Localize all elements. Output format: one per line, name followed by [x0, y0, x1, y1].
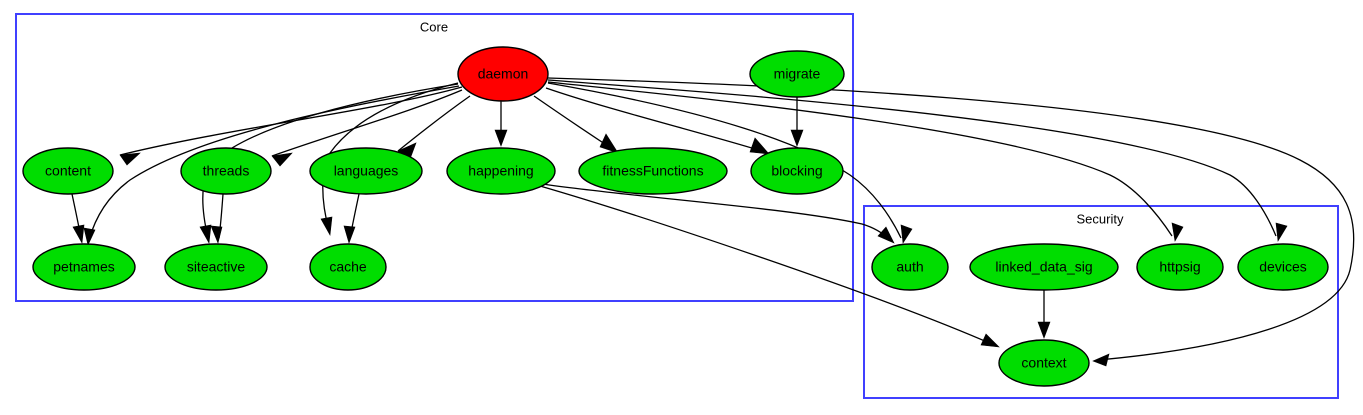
edge-daemon-to-blocking: [545, 87, 770, 155]
arrowhead-icon: [877, 226, 895, 244]
edge-line: [322, 82, 459, 231]
node-languages[interactable]: languages: [309, 147, 423, 195]
edges-layer: [71, 77, 1355, 367]
node-shape-daemon[interactable]: [457, 46, 549, 102]
cluster-border-security: [863, 205, 1339, 399]
node-linked_data_sig[interactable]: linked_data_sig: [969, 243, 1119, 291]
edge-line: [541, 183, 891, 241]
node-threads[interactable]: threads: [180, 147, 272, 195]
cluster-core: Core: [15, 13, 854, 302]
edge-happening-to-auth: [541, 183, 895, 244]
edge-daemon-to-context: [547, 77, 1355, 367]
edge-daemon-to-languages: [397, 95, 471, 160]
node-shape-context[interactable]: [998, 339, 1090, 387]
node-migrate[interactable]: migrate: [749, 50, 845, 98]
edge-daemon-to-content: [119, 86, 463, 166]
edge-happening-to-context: [539, 185, 1000, 348]
cluster-security: Security: [863, 205, 1339, 399]
node-shape-cache[interactable]: [309, 243, 387, 291]
node-fitnessFunctions[interactable]: fitnessFunctions: [578, 147, 728, 195]
edge-line: [539, 185, 995, 346]
node-shape-linked_data_sig[interactable]: [969, 243, 1119, 291]
cluster-label-security: Security: [1077, 211, 1124, 226]
arrowhead-icon: [343, 225, 356, 244]
node-shape-languages[interactable]: [309, 147, 423, 195]
node-shape-happening[interactable]: [446, 147, 556, 195]
node-shape-siteactive[interactable]: [164, 243, 268, 291]
node-context[interactable]: context: [998, 339, 1090, 387]
node-auth[interactable]: auth: [871, 243, 949, 291]
edge-daemon-to-siteactive: [199, 83, 459, 244]
node-petnames[interactable]: petnames: [32, 243, 136, 291]
edge-daemon-to-devices: [547, 79, 1288, 242]
edge-threads-to-siteactive: [210, 193, 224, 244]
arrowhead-icon: [1275, 222, 1288, 242]
node-shape-migrate[interactable]: [749, 50, 845, 98]
edge-daemon-to-threads: [271, 89, 463, 167]
node-shape-content[interactable]: [22, 147, 114, 195]
node-devices[interactable]: devices: [1237, 243, 1329, 291]
edge-line: [271, 89, 463, 157]
edge-daemon-to-petnames: [83, 85, 460, 246]
node-blocking[interactable]: blocking: [750, 147, 844, 195]
edge-line: [547, 81, 1173, 237]
edge-line: [119, 86, 463, 156]
arrowhead-icon: [980, 333, 1000, 348]
cluster-border-core: [15, 13, 854, 302]
arrowhead-icon: [1171, 222, 1184, 242]
arrowhead-icon: [72, 224, 85, 244]
arrowhead-icon: [83, 227, 96, 246]
edge-line: [547, 77, 1355, 361]
edge-daemon-to-happening: [494, 101, 508, 147]
edge-daemon-to-fitnessFunctions: [533, 95, 619, 154]
node-happening[interactable]: happening: [446, 147, 556, 195]
node-siteactive[interactable]: siteactive: [164, 243, 268, 291]
edge-line: [397, 95, 471, 152]
edge-daemon-to-cache: [320, 82, 459, 236]
edge-languages-to-cache: [343, 193, 360, 244]
arrowhead-icon: [199, 224, 212, 244]
arrowhead-icon: [790, 129, 804, 147]
cluster-label-core: Core: [420, 19, 448, 34]
arrowhead-icon: [1037, 321, 1051, 339]
arrowhead-icon: [320, 216, 333, 236]
edge-line: [545, 87, 766, 153]
edge-daemon-to-httpsig: [547, 81, 1184, 242]
node-shape-auth[interactable]: [871, 243, 949, 291]
edge-linked_data_sig-to-context: [1037, 290, 1051, 339]
edge-line: [202, 83, 459, 239]
edge-content-to-petnames: [71, 193, 85, 244]
edge-line: [533, 95, 615, 151]
arrowhead-icon: [599, 133, 619, 154]
node-cache[interactable]: cache: [309, 243, 387, 291]
nodes-layer: daemon migrate content threads languages happ…: [22, 46, 1329, 387]
arrowhead-icon: [749, 137, 770, 155]
arrowhead-icon: [271, 152, 293, 167]
edge-migrate-to-blocking: [790, 97, 804, 147]
node-daemon[interactable]: daemon: [457, 46, 549, 102]
node-shape-blocking[interactable]: [750, 147, 844, 195]
arrowhead-icon: [210, 225, 223, 244]
arrowhead-icon: [119, 152, 141, 166]
node-shape-httpsig[interactable]: [1136, 243, 1224, 291]
node-shape-devices[interactable]: [1237, 243, 1329, 291]
node-shape-fitnessFunctions[interactable]: [578, 147, 728, 195]
node-httpsig[interactable]: httpsig: [1136, 243, 1224, 291]
arrowhead-icon: [900, 224, 913, 244]
node-shape-petnames[interactable]: [32, 243, 136, 291]
edge-line: [88, 85, 460, 241]
edge-line: [547, 79, 1277, 237]
node-shape-threads[interactable]: [180, 147, 272, 195]
arrowhead-icon: [494, 129, 508, 147]
arrowhead-icon: [1092, 353, 1110, 367]
node-content[interactable]: content: [22, 147, 114, 195]
